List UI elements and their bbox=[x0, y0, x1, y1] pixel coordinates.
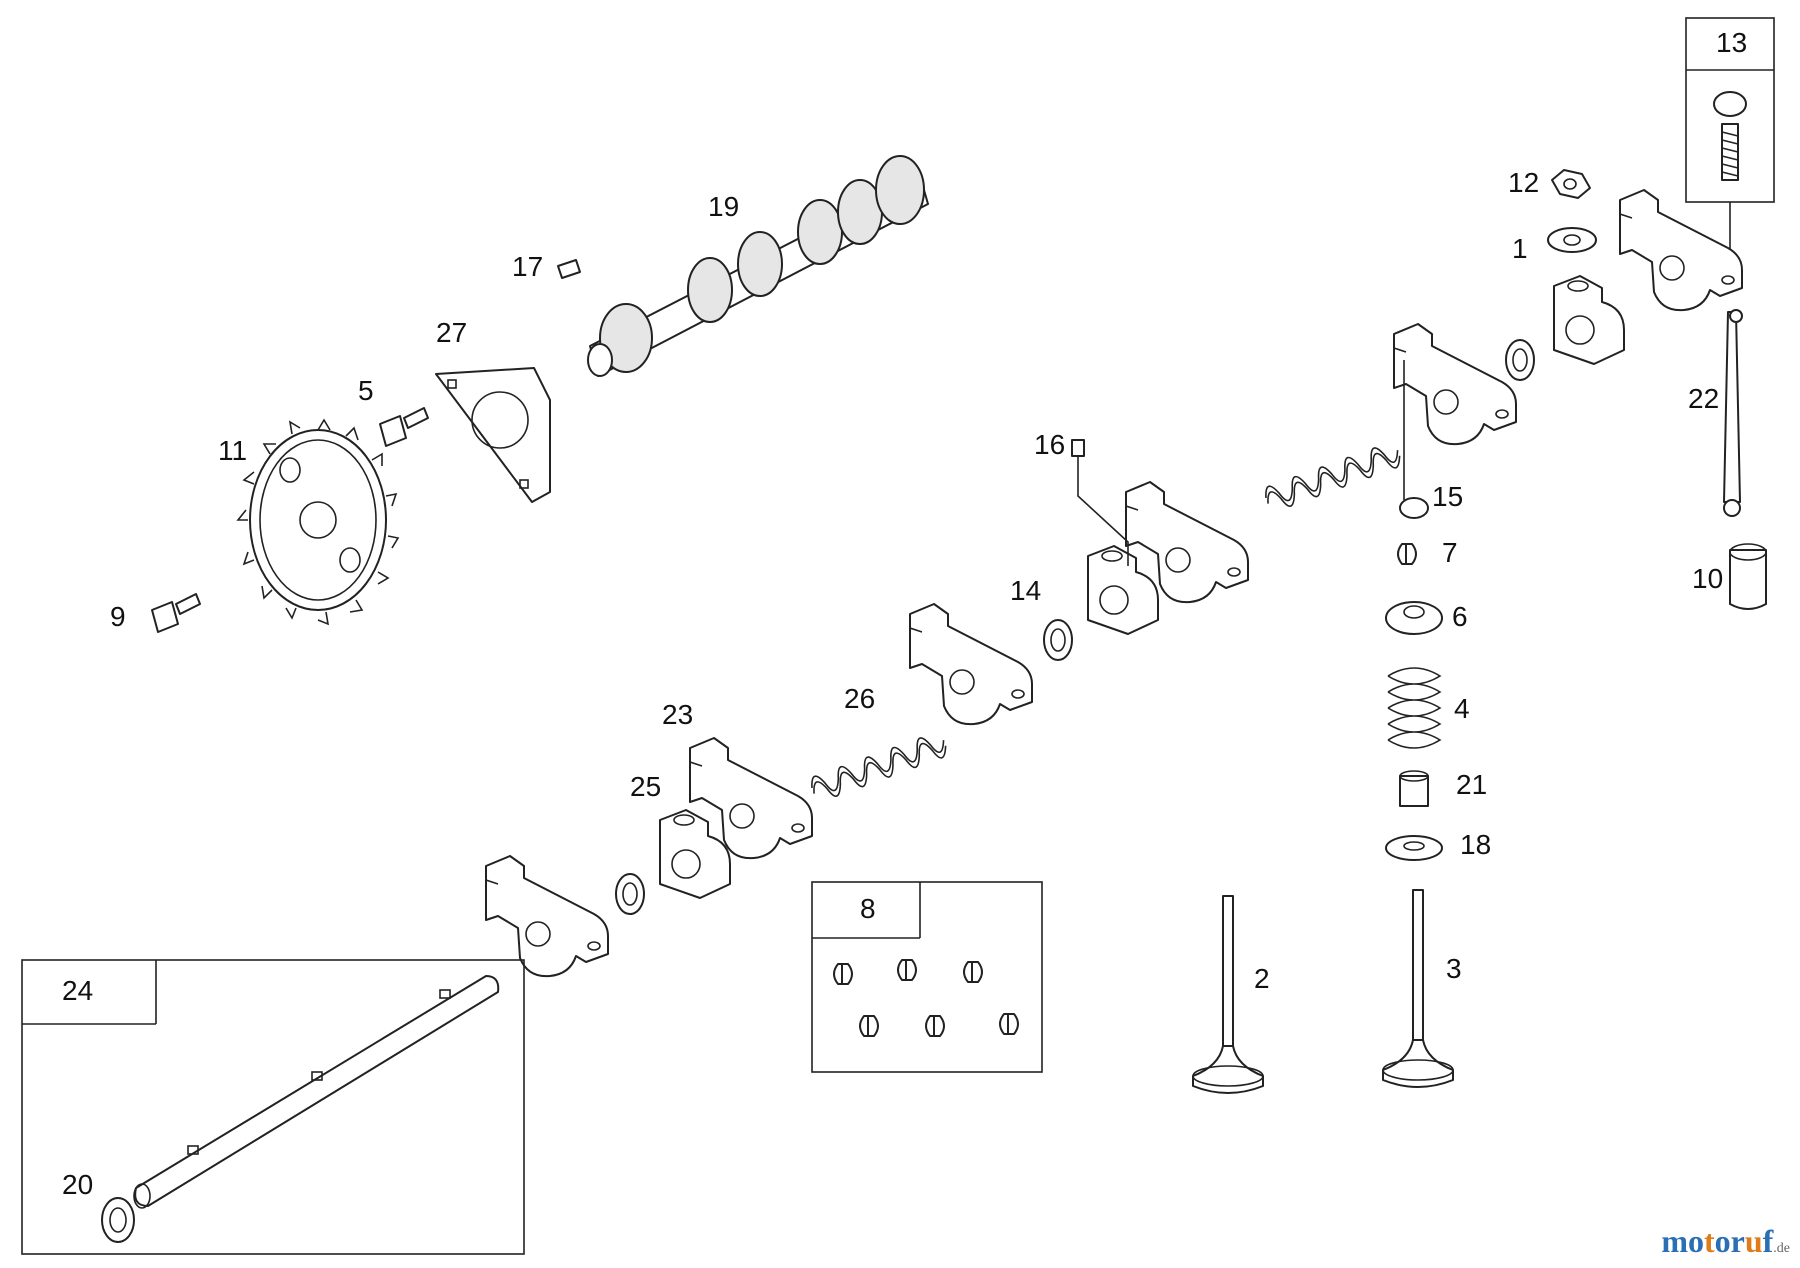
exhaust-valve-icon bbox=[1192, 895, 1264, 1094]
watermark-logo: motoruf.de bbox=[1661, 1223, 1790, 1260]
bolt-icon bbox=[151, 593, 201, 633]
callout-label: 10 bbox=[1692, 563, 1723, 594]
callout-label: 26 bbox=[844, 683, 875, 714]
woodruff-key-icon bbox=[557, 259, 581, 279]
valve-keeper-icon bbox=[1397, 543, 1417, 565]
camshaft-icon bbox=[587, 155, 929, 377]
spacer-washer-icon bbox=[1043, 619, 1073, 661]
callout-label: 12 bbox=[1508, 167, 1539, 198]
bolt-icon bbox=[379, 407, 429, 447]
callout-label: 18 bbox=[1460, 829, 1491, 860]
rocker-arm-icon bbox=[909, 603, 1033, 726]
callout-label: 20 bbox=[62, 1169, 93, 1200]
nut-icon bbox=[1551, 169, 1591, 199]
callout-label: 19 bbox=[708, 191, 739, 222]
valve-keeper-icon bbox=[999, 1013, 1019, 1035]
watermark-letter: t bbox=[1703, 1223, 1715, 1259]
rocker-spring-icon bbox=[1261, 439, 1404, 514]
callout-label: 17 bbox=[512, 251, 543, 282]
valve-cap-icon bbox=[1399, 360, 1429, 519]
adjusting-screw-nut-icon bbox=[1713, 91, 1747, 181]
callout-label: 16 bbox=[1034, 429, 1065, 460]
callout-label: 3 bbox=[1446, 953, 1462, 984]
callout-label: 13 bbox=[1716, 27, 1747, 58]
callout-label: 9 bbox=[110, 601, 126, 632]
watermark-letter: o bbox=[1687, 1223, 1704, 1259]
valve-spring-icon bbox=[1387, 667, 1442, 749]
watermark-letter: u bbox=[1744, 1223, 1763, 1259]
spacer-washer-icon bbox=[615, 873, 645, 915]
callout-label: 27 bbox=[436, 317, 467, 348]
watermark-letter: r bbox=[1730, 1223, 1745, 1259]
valve-keeper-icon bbox=[833, 963, 853, 985]
callout-label: 21 bbox=[1456, 769, 1487, 800]
callout-label: 7 bbox=[1442, 537, 1458, 568]
callout-label: 6 bbox=[1452, 601, 1468, 632]
callout-label: 11 bbox=[218, 435, 247, 466]
spring-retainer-icon bbox=[1385, 601, 1443, 635]
callout-label: 22 bbox=[1688, 383, 1719, 414]
intake-valve-icon bbox=[1382, 889, 1454, 1088]
rocker-arm-icon bbox=[1393, 323, 1517, 446]
watermark-text: motoruf bbox=[1661, 1223, 1773, 1259]
callout-label: 14 bbox=[1010, 575, 1041, 606]
callout-label: 8 bbox=[860, 893, 876, 924]
thrust-plate-icon bbox=[435, 367, 551, 503]
callout-labels: 1 2 3 4 5 6 7 8 9 10 11 12 13 14 15 16 1… bbox=[62, 27, 1747, 1200]
rocker-shaft-icon bbox=[133, 975, 500, 1209]
callout-label: 1 bbox=[1512, 233, 1528, 264]
pin-icon bbox=[1071, 439, 1129, 566]
valve-keeper-icon bbox=[925, 1015, 945, 1037]
callout-label: 5 bbox=[358, 375, 374, 406]
rocker-support-icon bbox=[659, 809, 731, 899]
tappet-icon bbox=[1729, 543, 1767, 610]
callout-label: 2 bbox=[1254, 963, 1270, 994]
watermark-letter: f bbox=[1762, 1223, 1774, 1259]
rocker-arm-icon bbox=[1619, 189, 1743, 312]
washer-plate-icon bbox=[1547, 227, 1597, 253]
rocker-support-icon bbox=[1087, 545, 1159, 635]
valve-keeper-icon bbox=[897, 959, 917, 981]
cam-gear-icon bbox=[236, 418, 400, 626]
valve-keeper-icon bbox=[859, 1015, 879, 1037]
snap-ring-icon bbox=[101, 1197, 135, 1243]
valve-keeper-icon bbox=[963, 961, 983, 983]
valve-spring-washer-icon bbox=[1385, 835, 1443, 861]
watermark-suffix: .de bbox=[1773, 1241, 1790, 1256]
rocker-support-icon bbox=[1553, 275, 1625, 365]
callout-label: 4 bbox=[1454, 693, 1470, 724]
callout-label: 24 bbox=[62, 975, 93, 1006]
callout-label: 25 bbox=[630, 771, 661, 802]
push-rod-icon bbox=[1723, 309, 1743, 517]
watermark-letter: o bbox=[1714, 1223, 1731, 1259]
valve-stem-seal-icon bbox=[1399, 770, 1429, 807]
watermark-letter: m bbox=[1661, 1223, 1688, 1259]
callout-label: 15 bbox=[1432, 481, 1463, 512]
callout-label: 23 bbox=[662, 699, 693, 730]
rocker-spring-icon bbox=[807, 729, 950, 804]
spacer-washer-icon bbox=[1505, 339, 1535, 381]
rocker-arm-icon bbox=[485, 855, 609, 978]
